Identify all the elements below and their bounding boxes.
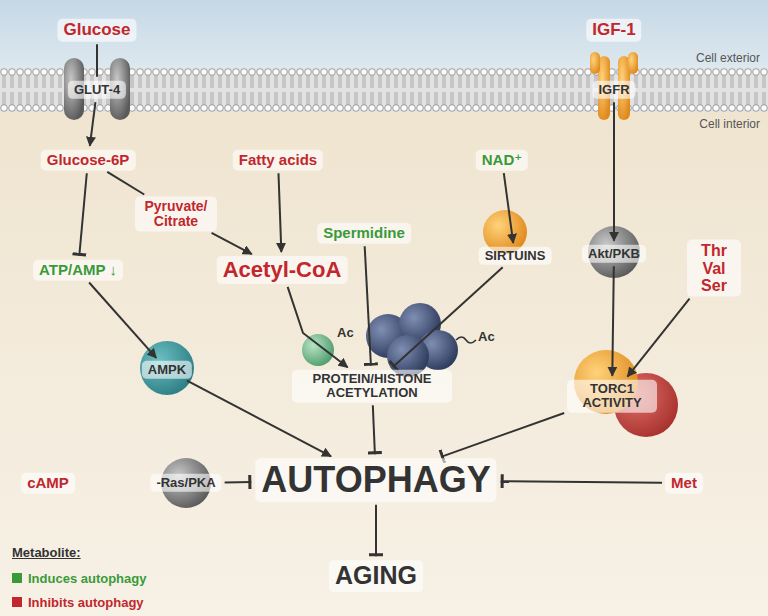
legend-row: Induces autophagy — [12, 566, 146, 590]
metabolite-label: Pyruvate/ Citrate — [135, 197, 217, 232]
node-text: Akt/PKB — [588, 247, 640, 261]
legend: Induces autophagyInhibits autophagy — [12, 566, 146, 614]
node-text: cAMP — [27, 475, 69, 492]
transporter-label: GLUT-4 — [68, 81, 126, 99]
metabolite-label: Thr Val Ser — [687, 240, 741, 297]
node-text: Pyruvate/ Citrate — [141, 199, 211, 230]
node-text: Spermidine — [323, 225, 405, 242]
activation-arrow — [278, 173, 281, 252]
region-label: Cell exterior — [696, 52, 760, 65]
inhibition-line — [365, 246, 371, 365]
node-text: SIRTUINS — [485, 249, 546, 263]
activation-arrow — [96, 44, 98, 77]
legend-row: Inhibits autophagy — [12, 590, 146, 614]
kinase-label: -Ras/PKA — [150, 474, 221, 492]
kinase-label: AMPK — [142, 361, 192, 379]
metabolite-label: Spermidine — [317, 223, 411, 244]
node-text: TORC1 ACTIVITY — [573, 382, 651, 411]
cell-interior — [0, 90, 768, 616]
inhibition-line — [79, 173, 87, 256]
node-text: ATP/AMP ↓ — [39, 262, 117, 279]
node-text: -Ras/PKA — [156, 476, 215, 490]
metabolite-label: Glucose — [57, 19, 136, 42]
acetyl-mark: Ac — [337, 326, 354, 340]
node-text: PROTEIN/HISTONE ACETYLATION — [298, 372, 446, 401]
node-text: IGFR — [598, 83, 629, 97]
enzyme-label: SIRTUINS — [479, 247, 552, 265]
activation-arrow — [627, 299, 689, 377]
legend-swatch — [12, 597, 22, 607]
metabolite-label: Glucose-6P — [41, 150, 136, 171]
ligand-label: IGF-1 — [586, 19, 641, 42]
inhibition-line — [441, 413, 564, 457]
node-text: AMPK — [148, 363, 186, 377]
inhibition-line — [501, 481, 662, 483]
activation-arrow — [107, 172, 144, 195]
inhibition-line — [373, 405, 375, 454]
complex-label: TORC1 ACTIVITY — [567, 380, 657, 413]
metabolite-label: NAD⁺ — [476, 150, 528, 171]
activation-arrow — [613, 102, 615, 241]
node-text: Glucose-6P — [47, 152, 130, 169]
activation-arrow — [89, 282, 156, 357]
legend-text: Inhibits autophagy — [28, 595, 144, 610]
node-text: Acetyl-CoA — [223, 258, 342, 282]
node-text: AGING — [335, 562, 417, 590]
node-text: Glucose — [63, 21, 130, 40]
node-text: Thr Val Ser — [693, 242, 735, 295]
receptor-label: IGFR — [592, 81, 635, 99]
metabolite-label: Acetyl-CoA — [217, 256, 348, 284]
legend-swatch — [12, 573, 22, 583]
node-text: IGF-1 — [592, 21, 635, 40]
node-text: GLUT-4 — [74, 83, 120, 97]
acetyl-mark: Ac — [478, 330, 495, 344]
node-text: NAD⁺ — [482, 152, 522, 169]
inhibition-line — [375, 505, 377, 556]
process-box: PROTEIN/HISTONE ACETYLATION — [292, 370, 452, 403]
process-box: AUTOPHAGY — [255, 458, 496, 502]
node-text: Fatty acids — [239, 152, 317, 169]
node-text: AUTOPHAGY — [261, 460, 490, 500]
legend-text: Induces autophagy — [28, 571, 146, 586]
node-text: Met — [671, 475, 697, 492]
inhibition-line — [393, 267, 503, 367]
activation-arrow — [612, 266, 614, 376]
metabolite-label: Met — [665, 473, 703, 494]
outcome-box: AGING — [329, 560, 423, 592]
activation-arrow — [90, 102, 96, 146]
kinase-label: Akt/PKB — [582, 245, 646, 263]
legend-title: Metabolite: — [12, 546, 81, 560]
metabolite-label: Fatty acids — [233, 150, 323, 171]
metabolite-label: ATP/AMP ↓ — [33, 260, 123, 281]
activation-arrow — [504, 173, 513, 243]
activation-arrow — [212, 233, 252, 254]
region-label: Cell interior — [699, 118, 760, 131]
metabolite-label: cAMP — [21, 473, 75, 494]
inhibition-line — [225, 481, 252, 483]
